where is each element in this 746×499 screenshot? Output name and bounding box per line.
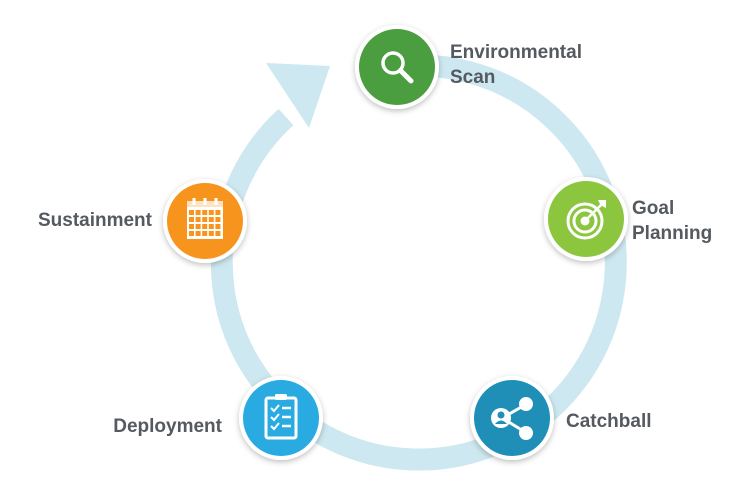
step-node-deployment [239,376,323,460]
checklist-icon [264,394,298,440]
step-node-environmental-scan [355,25,439,109]
step-label-deployment: Deployment [113,416,222,437]
step-node-fill [243,380,319,456]
step-label-line: Planning [632,223,712,244]
magnifier-icon [381,51,414,84]
step-label-sustainment: Sustainment [38,210,153,231]
step-label-catchball: Catchball [566,411,652,432]
step-label-line: Deployment [113,416,222,437]
step-label-line: Goal [632,198,674,219]
step-node-fill [359,29,435,105]
step-label-line: Scan [450,67,495,88]
step-node-sustainment [163,179,247,263]
step-nodes [163,25,628,460]
step-node-goal-planning [544,177,628,261]
step-label-line: Environmental [450,42,582,63]
step-label-line: Sustainment [38,210,153,231]
target-icon [566,200,606,240]
cycle-arrowhead [266,63,330,128]
share-network-icon [491,397,533,440]
step-node-fill [474,380,550,456]
step-node-catchball [470,376,554,460]
step-label-line: Catchball [566,411,652,432]
calendar-icon [187,198,223,239]
